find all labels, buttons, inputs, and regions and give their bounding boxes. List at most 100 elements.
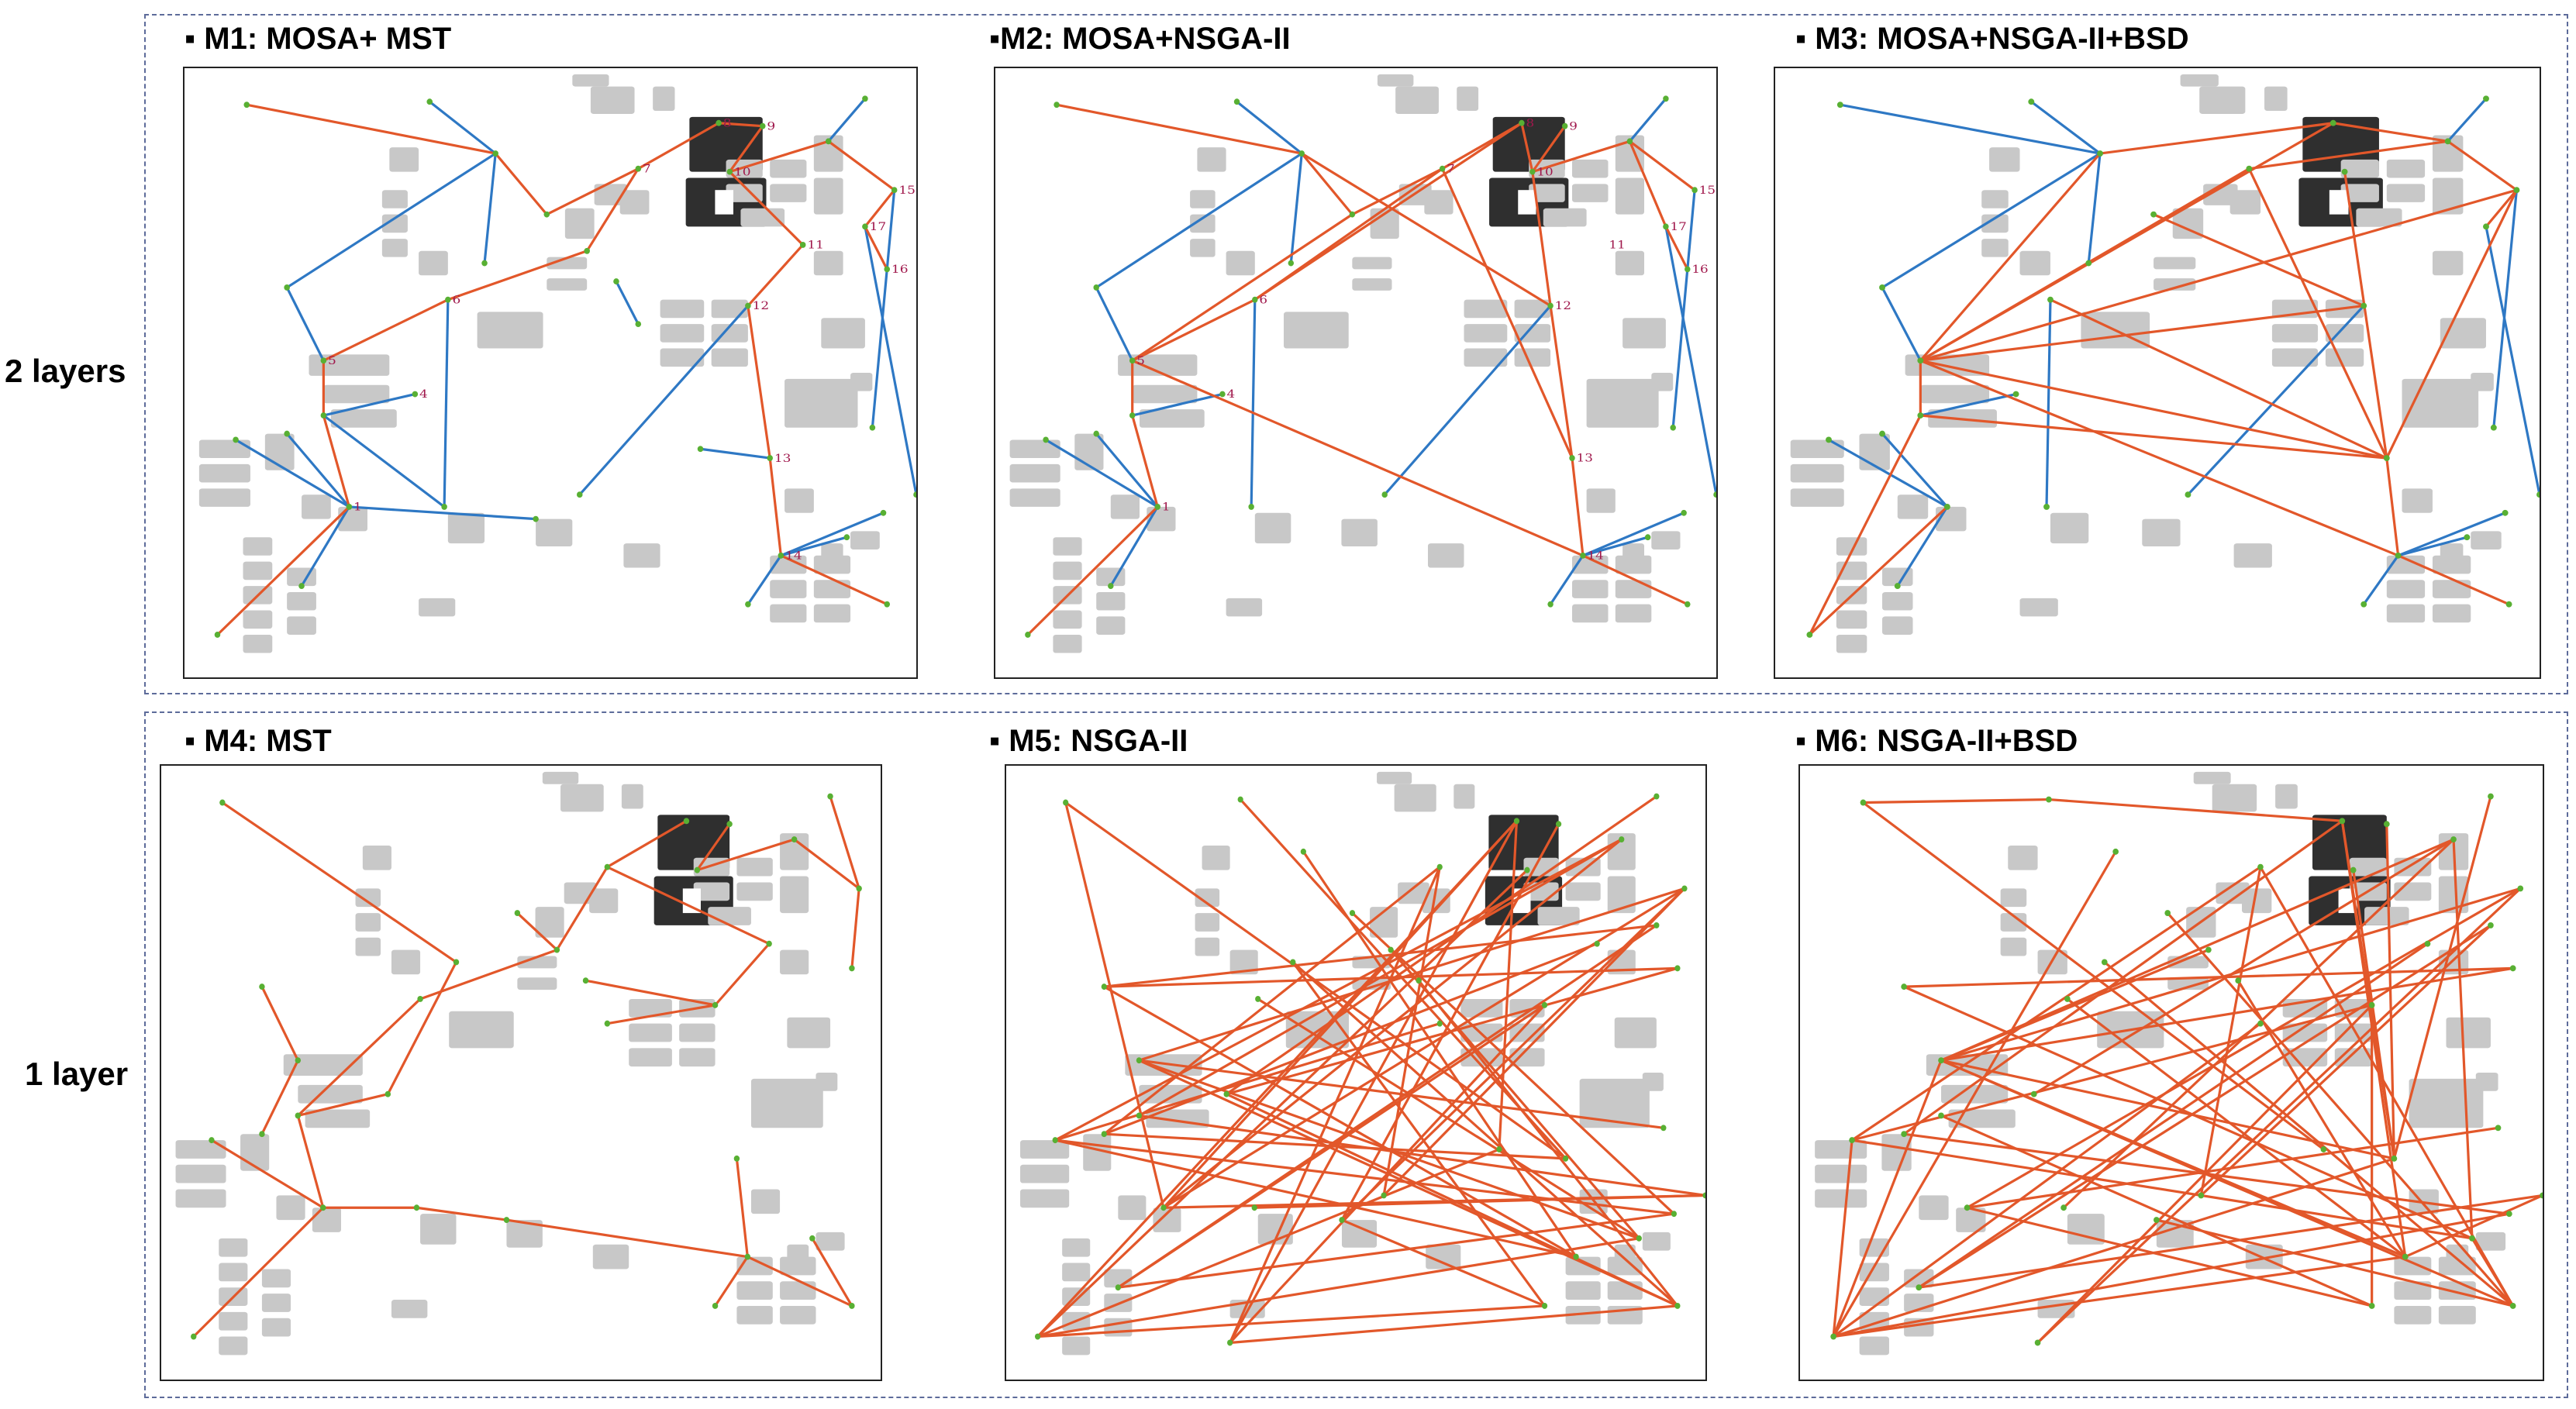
network-node (417, 996, 423, 1002)
backbone-link (716, 944, 770, 1005)
building-footprint (1836, 537, 1867, 556)
building-footprint (629, 1048, 672, 1067)
building-footprint (780, 876, 809, 914)
backbone-link (557, 867, 607, 950)
building-footprint (770, 604, 807, 623)
building-footprint (750, 1078, 823, 1128)
building-footprint (813, 580, 851, 598)
building-footprint (1118, 354, 1198, 376)
backbone-link (852, 888, 859, 968)
backbone-link (2454, 839, 2472, 1238)
building-footprint (219, 1311, 248, 1331)
access-link (2188, 306, 2364, 495)
building-footprint (243, 537, 273, 556)
backbone-link (2249, 169, 2386, 458)
panel-title-m1: ▪ M1: MOSA+ MST (184, 22, 452, 56)
backbone-link (222, 803, 457, 963)
backbone-link (298, 1094, 388, 1116)
network-node (481, 260, 488, 267)
backbone-link (1118, 1005, 1544, 1287)
network-node (778, 552, 785, 559)
access-link (2398, 537, 2467, 556)
network-node (1826, 436, 1832, 443)
building-footprint (2432, 604, 2471, 623)
network-node (385, 1090, 391, 1097)
network-node (2185, 491, 2191, 498)
network-node (1063, 799, 1069, 806)
access-link (580, 306, 748, 495)
building-footprint (1062, 1263, 1091, 1282)
building-footprint (1651, 373, 1674, 391)
building-footprint (1815, 1189, 1867, 1208)
access-link (2494, 190, 2517, 428)
building-footprint (2050, 512, 2089, 544)
network-node (2495, 1125, 2502, 1132)
network-node (2341, 168, 2348, 175)
building-footprint (1398, 882, 1429, 904)
network-node (1154, 503, 1160, 510)
network-node (2540, 1192, 2543, 1199)
building-footprint (362, 845, 391, 870)
access-link (1046, 439, 1157, 506)
network-node (2198, 1192, 2205, 1199)
building-footprint (1394, 784, 1436, 812)
building-footprint (780, 1305, 816, 1325)
building-footprint (381, 239, 408, 257)
node-number-label: 14 (785, 549, 802, 562)
network-node (453, 959, 460, 966)
backbone-link (1920, 415, 2386, 458)
building-footprint (2154, 257, 2196, 270)
backbone-link (1104, 944, 1597, 1135)
network-node (2360, 601, 2367, 608)
building-footprint (693, 882, 730, 901)
building-footprint (2180, 74, 2219, 87)
backbone-link (1550, 306, 1572, 459)
building-footprint (1464, 348, 1508, 367)
building-footprint (785, 488, 814, 513)
network-node (1223, 1090, 1229, 1097)
backbone-link (1342, 1220, 1545, 1306)
node-number-label: 17 (1670, 220, 1686, 233)
backbone-link (1833, 1257, 2405, 1337)
backbone-link (1055, 1024, 1440, 1140)
backbone-link (1666, 226, 1688, 269)
network-node (862, 223, 868, 230)
network-node (209, 1137, 215, 1144)
network-node (2383, 455, 2390, 461)
network-node (1671, 1211, 1678, 1218)
building-footprint (589, 888, 619, 914)
building-footprint (1254, 512, 1291, 544)
building-footprint (1615, 604, 1652, 623)
backbone-link (1226, 1094, 1678, 1306)
network-node (441, 503, 447, 510)
network-node (1916, 1284, 1923, 1291)
building-footprint (419, 598, 456, 617)
building-footprint (447, 512, 485, 544)
building-footprint (770, 184, 807, 202)
network-node (1349, 211, 1356, 218)
building-footprint (1981, 214, 2009, 233)
network-node (1654, 793, 1660, 800)
node-number-label: 15 (1699, 184, 1716, 196)
backbone-link (2249, 141, 2447, 168)
network-node (712, 1001, 719, 1008)
building-footprint (2402, 488, 2433, 513)
building-footprint (2271, 348, 2319, 367)
network-node (1388, 946, 1394, 953)
network-node (1381, 1192, 1387, 1199)
building-footprint (1377, 771, 1412, 784)
network-node (1496, 1146, 1502, 1152)
network-node (2012, 391, 2019, 398)
backbone-link (420, 950, 557, 999)
building-footprint (2229, 190, 2261, 215)
network-node (1685, 266, 1691, 273)
backbone-link (1941, 1060, 2405, 1256)
network-node (412, 391, 419, 398)
building-footprint (660, 324, 705, 343)
building-footprint (1615, 177, 1644, 215)
access-link (2398, 513, 2505, 556)
backbone-link (587, 169, 638, 251)
access-link (781, 513, 883, 556)
building-footprint (287, 616, 316, 635)
network-node (2150, 211, 2157, 218)
